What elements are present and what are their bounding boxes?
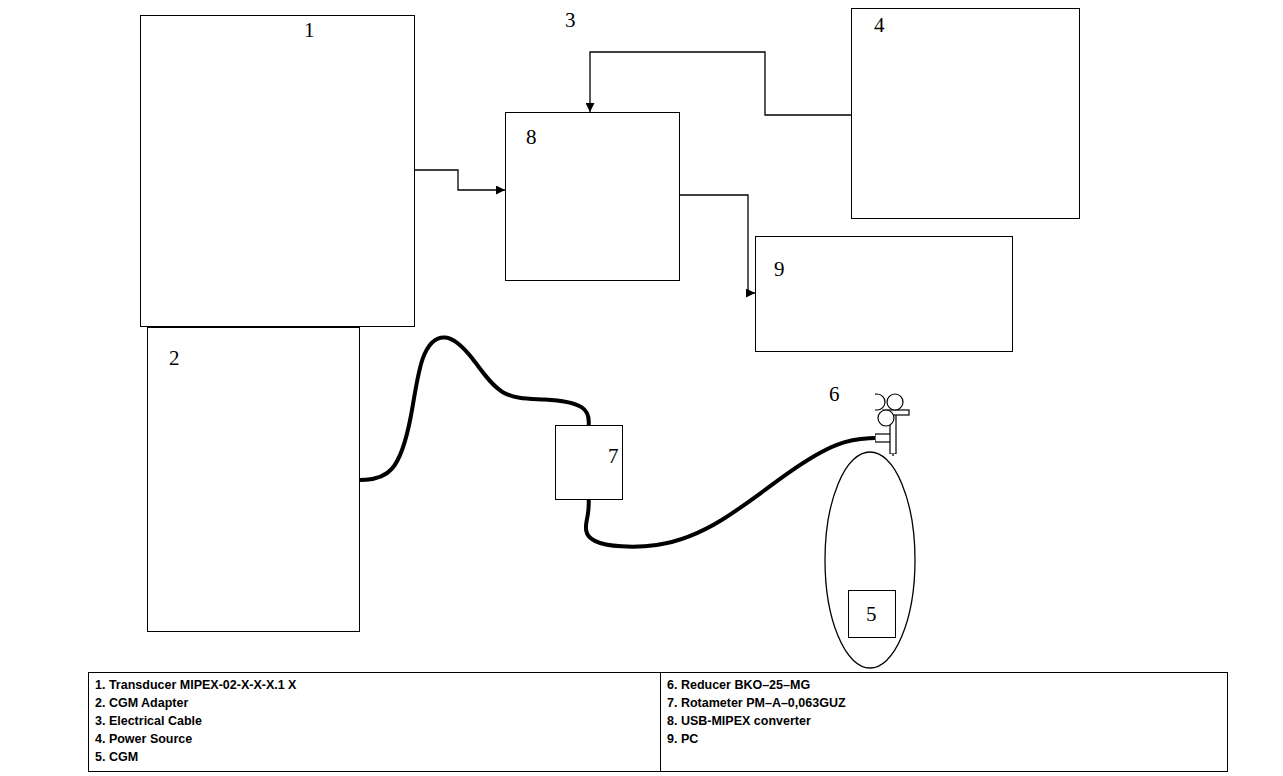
table-cell: 8. USB-MIPEX converter bbox=[667, 712, 1221, 730]
callout-number: 5 bbox=[866, 604, 877, 625]
cgm-box: 5 bbox=[848, 590, 896, 638]
pressure-gauge bbox=[875, 394, 885, 410]
parts-column: 6. Reducer BKO–25–MG7. Rotameter PM–A–0,… bbox=[661, 673, 1227, 771]
reducer: 6 bbox=[875, 392, 937, 454]
converter-box: 8 bbox=[505, 112, 680, 281]
table-cell: 2. CGM Adapter bbox=[95, 694, 654, 712]
signal-cable bbox=[680, 195, 755, 293]
gas-hose bbox=[586, 438, 875, 547]
signal-cable bbox=[415, 170, 505, 190]
callout-number: 1 bbox=[304, 20, 315, 41]
table-cell: 4. Power Source bbox=[95, 730, 654, 748]
pc-box: 9 bbox=[755, 236, 1013, 352]
callout-number: 8 bbox=[526, 127, 537, 148]
table-cell: 6. Reducer BKO–25–MG bbox=[667, 676, 1221, 694]
callout-number: 7 bbox=[608, 446, 619, 467]
cylinder-outline bbox=[825, 452, 915, 668]
parts-column: 1. Transducer MIPEX-02-X-X-X.1 X2. CGM A… bbox=[89, 673, 661, 771]
parts-table: 1. Transducer MIPEX-02-X-X-X.1 X2. CGM A… bbox=[88, 672, 1228, 772]
transducer-box: 1 bbox=[140, 15, 415, 327]
adapter-box: 2 bbox=[147, 327, 360, 632]
rotameter: 7 bbox=[555, 425, 623, 500]
table-cell: 7. Rotameter PM–A–0,063GUZ bbox=[667, 694, 1221, 712]
callout-number: 6 bbox=[829, 384, 840, 405]
pressure-gauge bbox=[887, 394, 903, 410]
power-source-box: 4 bbox=[851, 8, 1080, 219]
pressure-gauge bbox=[878, 410, 894, 426]
callout-number: 3 bbox=[563, 10, 578, 31]
table-cell: 1. Transducer MIPEX-02-X-X-X.1 X bbox=[95, 676, 654, 694]
callout-number: 4 bbox=[874, 15, 885, 36]
table-cell: 3. Electrical Cable bbox=[95, 712, 654, 730]
signal-cable bbox=[590, 52, 851, 115]
table-cell: 5. CGM bbox=[95, 748, 654, 766]
table-cell: 9. PC bbox=[667, 730, 1221, 748]
callout-number: 2 bbox=[169, 348, 180, 369]
callout-number: 9 bbox=[774, 259, 785, 280]
reducer-illustration bbox=[875, 392, 937, 454]
